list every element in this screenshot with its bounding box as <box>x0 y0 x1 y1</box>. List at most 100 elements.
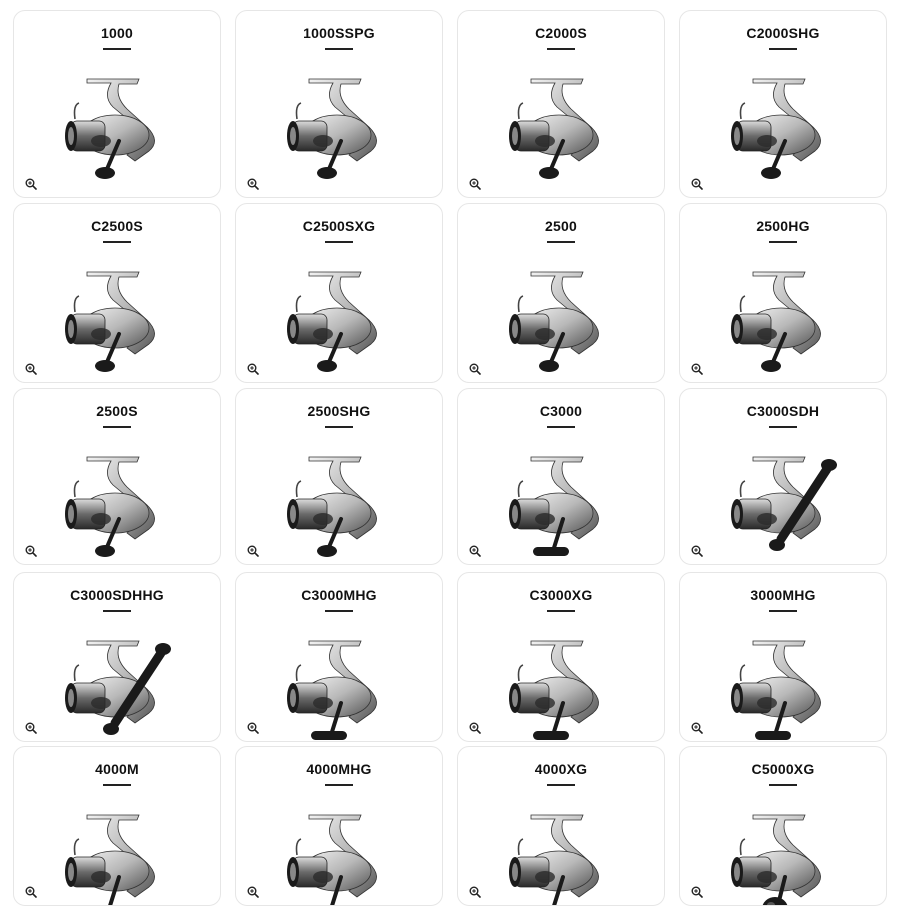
model-label: 4000XG <box>534 761 588 777</box>
model-label: C2500S <box>91 218 143 234</box>
zoom-in-icon[interactable] <box>24 544 38 558</box>
zoom-in-icon[interactable] <box>468 721 482 735</box>
reel-image <box>731 456 837 551</box>
zoom-in-icon[interactable] <box>468 544 482 558</box>
reel-image <box>65 456 155 557</box>
title-underline <box>769 610 797 612</box>
title-underline <box>547 48 575 50</box>
reel-image <box>509 271 599 372</box>
title-underline <box>325 610 353 612</box>
zoom-in-icon[interactable] <box>246 362 260 376</box>
zoom-in-icon[interactable] <box>468 177 482 191</box>
product-card[interactable]: C3000XG <box>457 572 665 742</box>
product-card[interactable]: 3000MHG <box>679 572 887 742</box>
title-underline <box>547 241 575 243</box>
title-underline <box>547 610 575 612</box>
zoom-in-icon[interactable] <box>690 362 704 376</box>
zoom-in-icon[interactable] <box>468 362 482 376</box>
title-underline <box>769 48 797 50</box>
model-label: 3000MHG <box>750 587 816 603</box>
model-label: C3000SDH <box>746 403 820 419</box>
model-label: C3000SDHHG <box>70 587 164 603</box>
reel-image <box>287 456 377 557</box>
model-label: 4000M <box>95 761 139 777</box>
zoom-in-icon[interactable] <box>468 885 482 899</box>
zoom-in-icon[interactable] <box>690 544 704 558</box>
product-card[interactable]: C2500SXG <box>235 203 443 383</box>
model-label: 2500S <box>96 403 138 419</box>
product-card[interactable]: 2500HG <box>679 203 887 383</box>
zoom-in-icon[interactable] <box>246 721 260 735</box>
title-underline <box>103 426 131 428</box>
zoom-in-icon[interactable] <box>24 362 38 376</box>
product-card[interactable]: 4000M <box>13 746 221 906</box>
title-underline <box>325 241 353 243</box>
title-underline <box>103 48 131 50</box>
reel-image <box>287 640 377 740</box>
product-card[interactable]: 4000MHG <box>235 746 443 906</box>
reel-image <box>287 814 377 905</box>
model-label: C2000S <box>535 25 587 41</box>
zoom-in-icon[interactable] <box>690 721 704 735</box>
zoom-in-icon[interactable] <box>246 177 260 191</box>
model-label: C3000XG <box>529 587 593 603</box>
model-label: C3000 <box>539 403 583 419</box>
model-label: C2500SXG <box>302 218 376 234</box>
product-card[interactable]: 2500SHG <box>235 388 443 565</box>
title-underline <box>547 426 575 428</box>
reel-image <box>731 271 821 372</box>
reel-image <box>509 814 599 905</box>
product-card[interactable]: C3000 <box>457 388 665 565</box>
model-label: 2500SHG <box>307 403 371 419</box>
model-label: 2500 <box>545 218 577 234</box>
product-card[interactable]: C2500S <box>13 203 221 383</box>
reel-image <box>65 271 155 372</box>
model-label: 2500HG <box>756 218 810 234</box>
reel-image <box>731 814 821 905</box>
product-card[interactable]: 1000SSPG <box>235 10 443 198</box>
reel-image <box>509 640 599 740</box>
zoom-in-icon[interactable] <box>246 544 260 558</box>
zoom-in-icon[interactable] <box>246 885 260 899</box>
title-underline <box>325 426 353 428</box>
product-card[interactable]: C3000SDHHG <box>13 572 221 742</box>
model-label: 1000 <box>101 25 133 41</box>
reel-image <box>65 814 155 905</box>
model-label: 1000SSPG <box>303 25 375 41</box>
product-card[interactable]: C3000SDH <box>679 388 887 565</box>
product-card[interactable]: 4000XG <box>457 746 665 906</box>
reel-image <box>509 456 599 556</box>
product-card[interactable]: 1000 <box>13 10 221 198</box>
title-underline <box>769 426 797 428</box>
reel-image <box>65 640 171 735</box>
title-underline <box>769 241 797 243</box>
zoom-in-icon[interactable] <box>24 885 38 899</box>
title-underline <box>547 784 575 786</box>
reel-image <box>509 78 599 179</box>
reel-image <box>65 78 155 179</box>
zoom-in-icon[interactable] <box>24 721 38 735</box>
title-underline <box>103 784 131 786</box>
reel-image <box>287 271 377 372</box>
zoom-in-icon[interactable] <box>24 177 38 191</box>
model-label: C3000MHG <box>301 587 377 603</box>
reel-image <box>731 78 821 179</box>
product-card[interactable]: C3000MHG <box>235 572 443 742</box>
product-card[interactable]: 2500 <box>457 203 665 383</box>
title-underline <box>103 241 131 243</box>
title-underline <box>325 48 353 50</box>
product-card[interactable]: C2000S <box>457 10 665 198</box>
zoom-in-icon[interactable] <box>690 885 704 899</box>
title-underline <box>769 784 797 786</box>
zoom-in-icon[interactable] <box>690 177 704 191</box>
product-card[interactable]: 2500S <box>13 388 221 565</box>
title-underline <box>103 610 131 612</box>
model-label: 4000MHG <box>306 761 372 777</box>
reel-image <box>731 640 821 740</box>
model-label: C2000SHG <box>746 25 820 41</box>
reel-image <box>287 78 377 179</box>
product-card[interactable]: C5000XG <box>679 746 887 906</box>
product-card[interactable]: C2000SHG <box>679 10 887 198</box>
model-label: C5000XG <box>751 761 815 777</box>
